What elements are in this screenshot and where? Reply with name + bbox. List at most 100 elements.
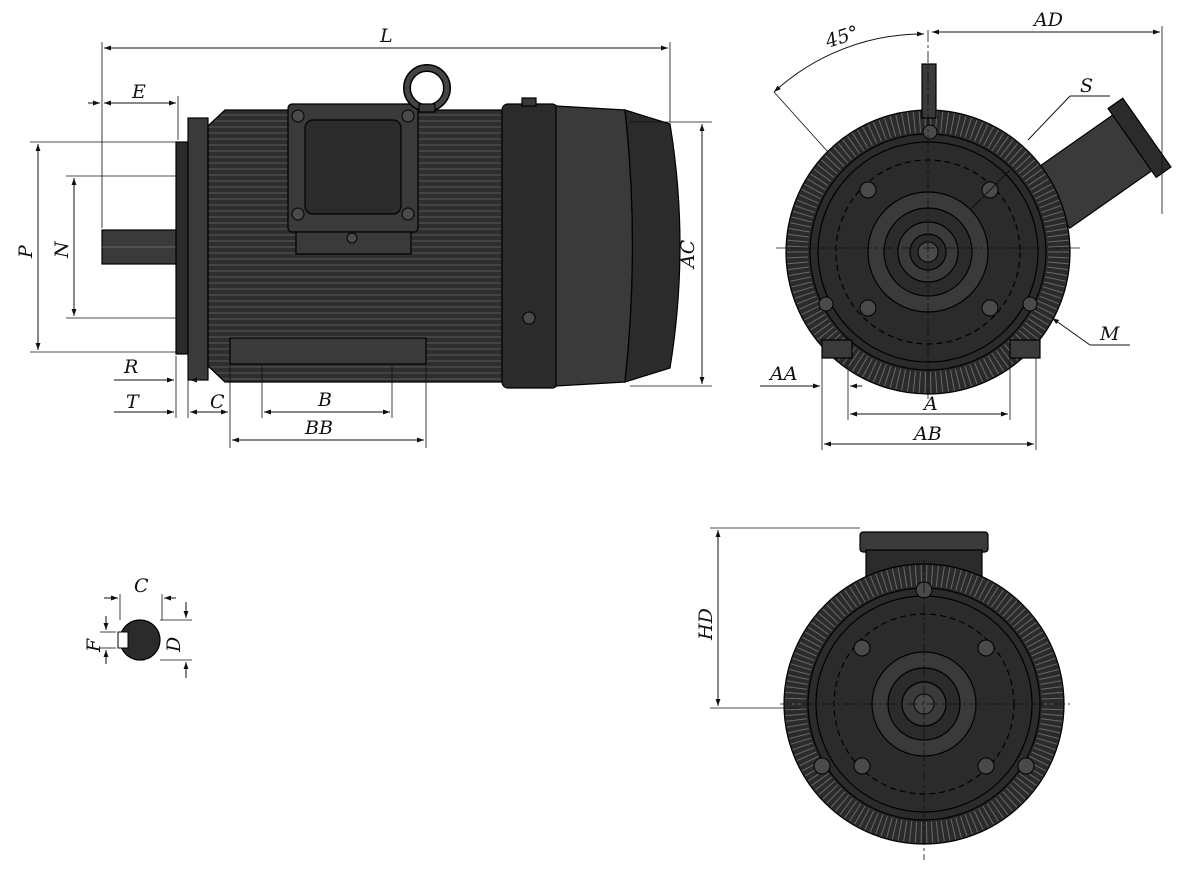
shaft-section: C F D xyxy=(83,575,192,678)
label-shaft-D: D xyxy=(163,637,185,653)
fin-line xyxy=(1029,756,1049,767)
fin-line xyxy=(875,573,884,594)
fin-line xyxy=(959,816,968,837)
fin-line xyxy=(912,111,916,133)
fin-line xyxy=(935,821,940,843)
fin-line xyxy=(940,371,944,393)
fin-line xyxy=(1038,732,1059,740)
fin-line xyxy=(822,608,839,624)
fin-line xyxy=(945,567,951,589)
fin-line xyxy=(969,575,979,596)
fin-line xyxy=(959,571,968,592)
fin-line xyxy=(844,800,858,819)
fin-line xyxy=(807,626,826,640)
fin-line xyxy=(889,367,897,388)
fin-line xyxy=(1019,772,1037,787)
fan-cover xyxy=(501,103,559,389)
fin-line xyxy=(1037,194,1058,204)
fin-line xyxy=(872,362,882,383)
fin-line xyxy=(895,114,902,136)
fin-line xyxy=(1035,742,1056,751)
fin-line xyxy=(1041,691,1063,695)
fin-line xyxy=(1047,261,1069,265)
fin-line xyxy=(804,631,824,644)
label-E: E xyxy=(131,81,146,103)
fin-line xyxy=(908,821,913,843)
fin-line xyxy=(1041,708,1063,711)
fin-line xyxy=(799,641,819,652)
label-B: B xyxy=(317,389,332,411)
fin-line xyxy=(950,568,957,590)
fin-line xyxy=(978,580,989,600)
fin-line xyxy=(1046,271,1068,277)
fin-line xyxy=(798,300,819,310)
fin-line xyxy=(964,365,973,387)
fin-line xyxy=(837,143,852,160)
fin-line xyxy=(839,797,854,816)
fin-line xyxy=(1022,626,1041,640)
terminal-box-top xyxy=(859,531,989,553)
fin-line xyxy=(787,728,809,734)
fin-line xyxy=(897,567,903,589)
fin-line xyxy=(801,636,821,648)
fin-line xyxy=(889,116,897,137)
fin-line xyxy=(880,816,889,837)
label-R: R xyxy=(123,356,138,378)
fin-line xyxy=(849,803,862,822)
fin-line xyxy=(796,199,817,209)
fin-line xyxy=(878,364,887,385)
fin-line xyxy=(787,256,809,259)
fin-line xyxy=(994,592,1009,611)
fin-line xyxy=(945,819,951,841)
fin-line xyxy=(1027,317,1046,331)
fin-line xyxy=(986,586,999,605)
fin-line xyxy=(973,578,984,598)
fin-line xyxy=(1012,780,1030,796)
fin-line xyxy=(787,239,809,243)
fin-line xyxy=(1039,295,1060,305)
fin-line xyxy=(1024,322,1043,336)
fin-line xyxy=(824,155,841,171)
fin-line xyxy=(969,812,979,833)
fin-line xyxy=(1021,326,1039,340)
fin-line xyxy=(804,309,824,321)
fin-line xyxy=(1047,239,1069,243)
fin-line xyxy=(852,353,865,372)
fin-line xyxy=(792,286,814,294)
label-shaft-C: C xyxy=(134,575,149,597)
label-AC: AC xyxy=(677,239,699,270)
fin-line xyxy=(969,119,978,140)
fin-line xyxy=(792,210,814,218)
fin-line xyxy=(794,652,815,662)
fin-line xyxy=(801,188,821,200)
fin-line xyxy=(906,112,911,134)
fin-line xyxy=(788,266,810,271)
fin-line xyxy=(869,812,879,833)
side-view xyxy=(101,64,681,389)
fin-line xyxy=(954,114,961,136)
fin-line xyxy=(974,362,984,383)
fin-line xyxy=(1006,604,1022,621)
fin-line xyxy=(1011,150,1028,167)
fin-line xyxy=(1047,256,1069,259)
fin-line xyxy=(814,617,832,632)
fin-line xyxy=(785,713,807,717)
fin-line xyxy=(891,818,898,840)
fin-line xyxy=(990,589,1004,608)
fin-line xyxy=(1041,697,1063,700)
fin-line xyxy=(998,596,1013,614)
fin-line xyxy=(914,821,918,843)
label-AA: AA xyxy=(768,363,797,385)
fin-line xyxy=(1016,776,1034,791)
fin-line xyxy=(906,370,911,392)
flange xyxy=(175,141,189,355)
fin-line xyxy=(785,708,807,711)
fin-line xyxy=(878,119,887,140)
fin-line xyxy=(891,568,898,590)
fin-line xyxy=(1000,347,1014,365)
fin-line xyxy=(813,322,832,336)
fin-line xyxy=(1019,621,1037,636)
fin-line xyxy=(930,821,934,843)
fin-line xyxy=(791,281,812,288)
fin-line xyxy=(983,126,994,146)
